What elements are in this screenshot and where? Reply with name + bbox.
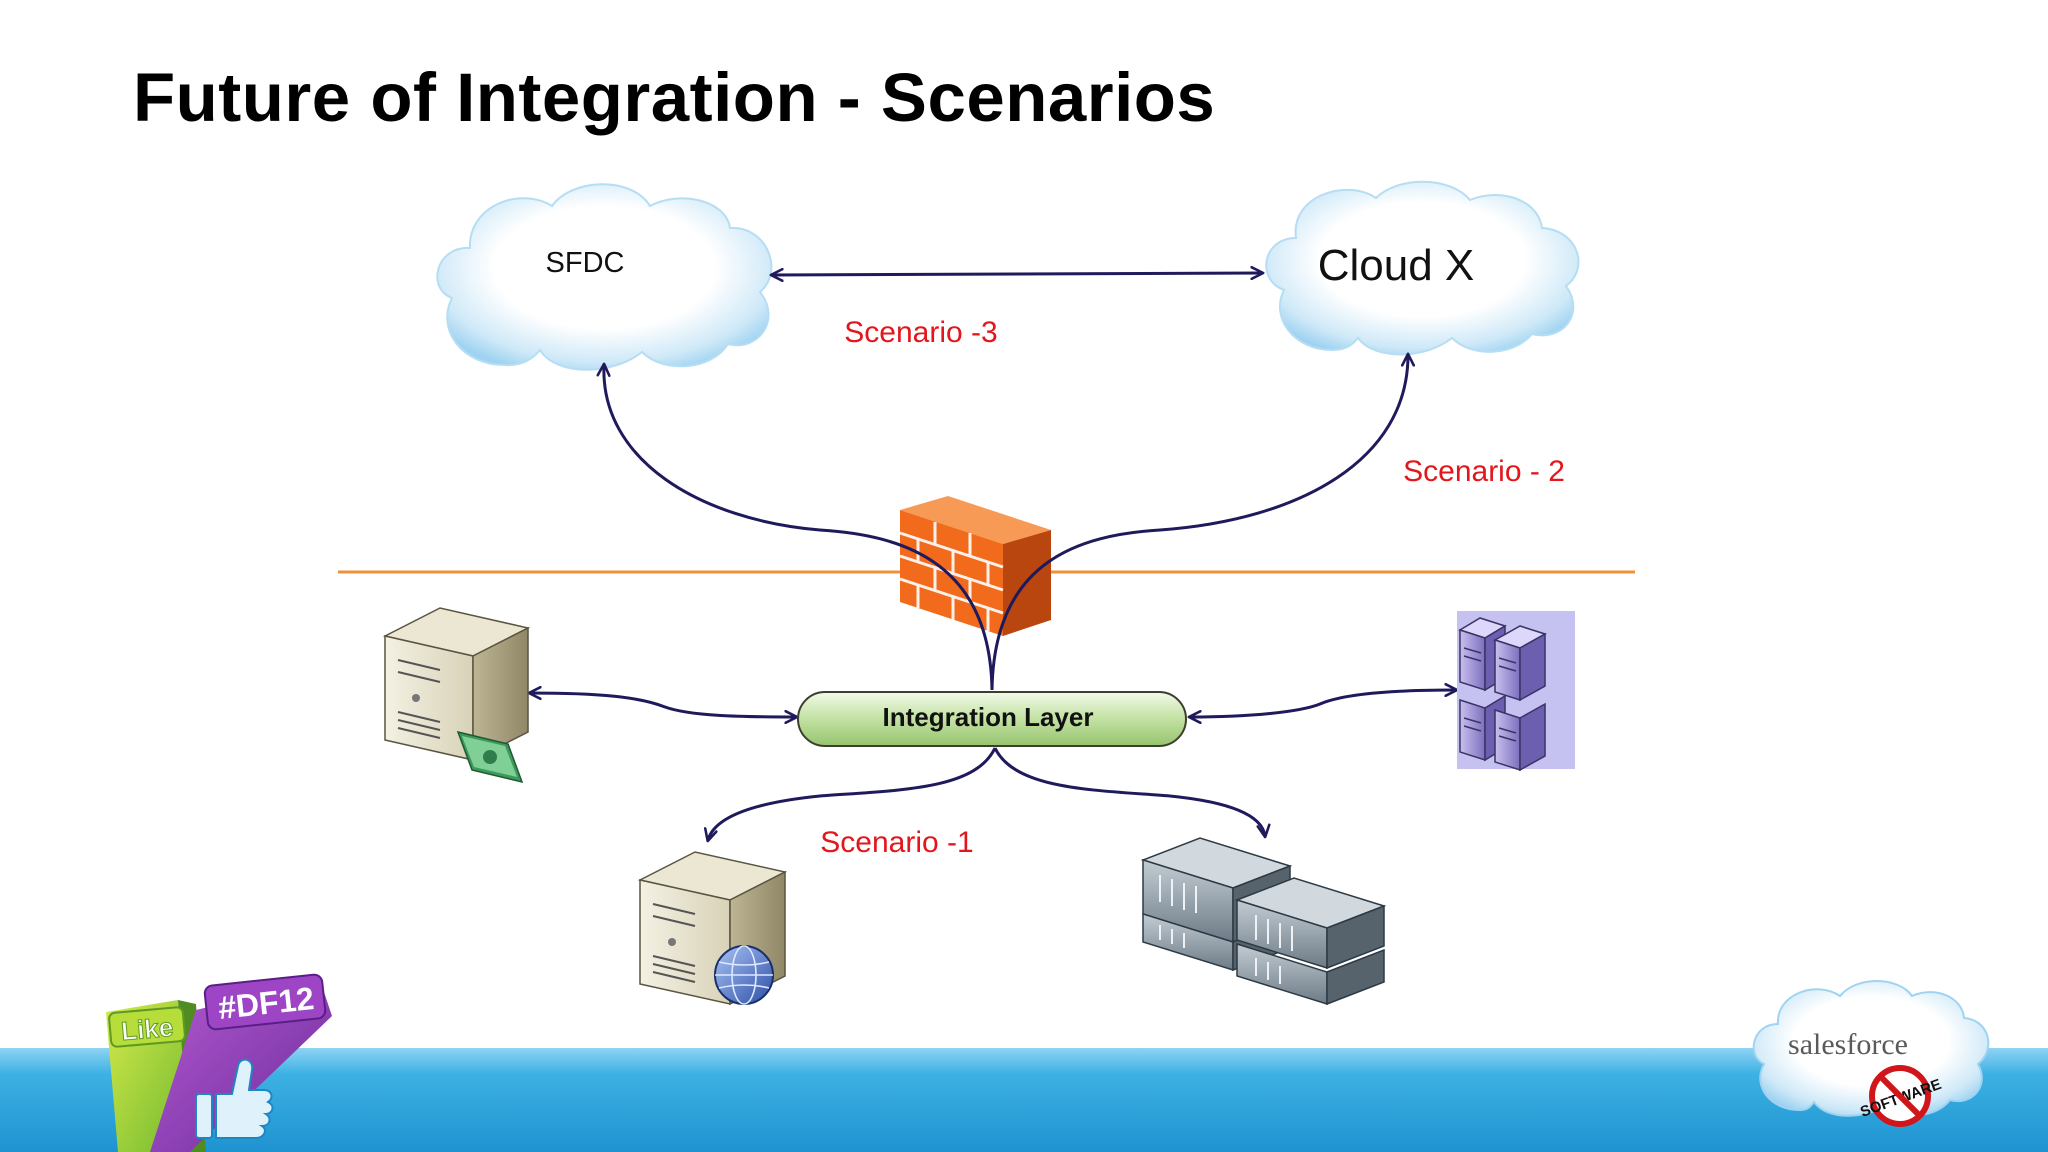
cloud-x-label: Cloud X: [1318, 241, 1475, 290]
sfdc-cloud: [436, 183, 773, 371]
scenario-2-label: Scenario - 2: [1403, 455, 1565, 488]
arrow-integration-to-sfdc: [604, 365, 994, 691]
cloud-x-cloud: [1265, 180, 1580, 356]
arrow-left-server-integration: [530, 693, 796, 717]
payment-server-icon: [382, 607, 531, 784]
arrow-integration-to-rack-servers: [993, 747, 1265, 836]
connector-arrows: [530, 273, 1456, 840]
sfdc-label: SFDC: [546, 247, 625, 279]
footer-band: [0, 1048, 2048, 1152]
rack-servers-icon: [1140, 837, 1387, 1006]
firewall-icon: [899, 496, 1051, 636]
thumbs-up-icon: [195, 1058, 274, 1139]
like-badge-text: Like: [120, 1012, 174, 1046]
scenario-1-label: Scenario -1: [820, 826, 973, 859]
salesforce-logo: salesforce SOFTWARE: [1752, 980, 1990, 1127]
scenario-3-label: Scenario -3: [844, 316, 997, 349]
web-server-icon: [637, 851, 788, 1006]
slide-title: Future of Integration - Scenarios: [133, 59, 1216, 136]
integration-layer-node: [797, 691, 1187, 747]
arrow-integration-to-web-server: [708, 747, 997, 840]
arrow-integration-purple-cluster: [1190, 690, 1456, 717]
integration-layer-label: Integration Layer: [883, 702, 1094, 732]
server-cluster-icon: [1457, 611, 1575, 772]
arrow-sfdc-cloudx: [772, 273, 1262, 275]
salesforce-logo-text: salesforce: [1788, 1028, 1908, 1061]
dreamforce-like-badge: Like #DF12: [106, 973, 332, 1152]
arrow-integration-to-cloudx: [990, 355, 1408, 691]
